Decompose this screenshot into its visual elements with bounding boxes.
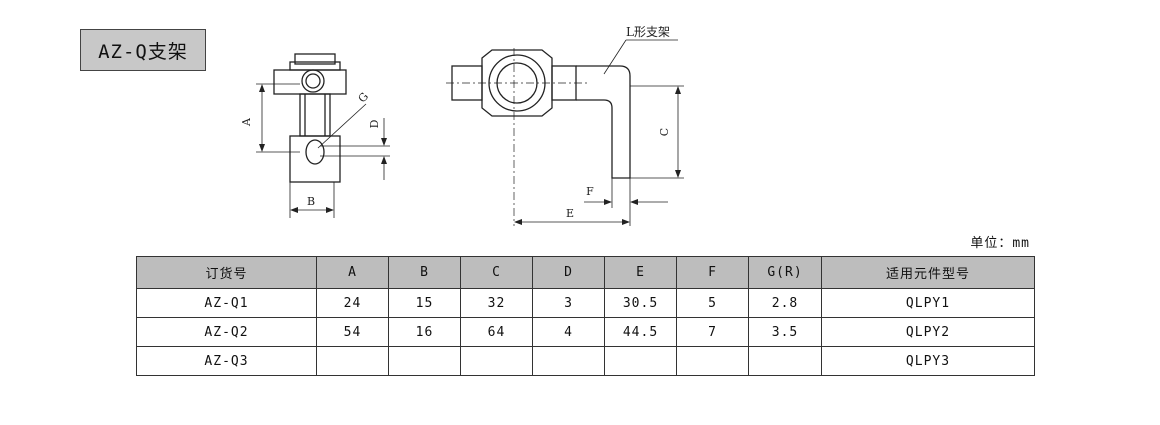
spec-table: 订货号 A B C D E F G(R) 适用元件型号 AZ-Q1 24 15 …: [136, 256, 1035, 376]
cell-order-no: AZ-Q1: [136, 288, 317, 318]
cell-model: QLPY3: [821, 346, 1035, 376]
header-b: B: [388, 256, 461, 289]
header-c: C: [460, 256, 533, 289]
page-title: AZ-Q支架: [80, 29, 206, 71]
cell-c: 64: [460, 317, 533, 347]
cell-g-r: 2.8: [748, 288, 822, 318]
table-header-row: 订货号 A B C D E F G(R) 适用元件型号: [136, 256, 1035, 289]
dim-label-g: G: [356, 90, 372, 105]
cell-order-no: AZ-Q2: [136, 317, 317, 347]
cell-a: [316, 346, 389, 376]
unit-label: 单位：mm: [970, 236, 1030, 251]
cell-c: [460, 346, 533, 376]
cell-a: 54: [316, 317, 389, 347]
dim-label-d: D: [368, 119, 381, 128]
dim-label-e: E: [566, 207, 574, 220]
header-a: A: [316, 256, 389, 289]
cell-e: 44.5: [604, 317, 677, 347]
dim-label-b: B: [307, 195, 315, 208]
cell-f: [676, 346, 749, 376]
dim-label-c: C: [658, 128, 671, 136]
bracket-drawing: A B D G C F E L形支架: [240, 25, 684, 226]
cell-model: QLPY1: [821, 288, 1035, 318]
cell-a: 24: [316, 288, 389, 318]
header-d: D: [532, 256, 605, 289]
header-model: 适用元件型号: [821, 256, 1035, 289]
cell-d: 3: [532, 288, 605, 318]
table-row: AZ-Q1 24 15 32 3 30.5 5 2.8 QLPY1: [136, 288, 1035, 318]
header-f: F: [676, 256, 749, 289]
table-row: AZ-Q3 QLPY3: [136, 346, 1035, 376]
cell-c: 32: [460, 288, 533, 318]
dim-label-a: A: [240, 117, 253, 127]
cell-e: 30.5: [604, 288, 677, 318]
cell-f: 5: [676, 288, 749, 318]
header-order-no: 订货号: [136, 256, 317, 289]
cell-order-no: AZ-Q3: [136, 346, 317, 376]
cell-b: 15: [388, 288, 461, 318]
cell-g-r: [748, 346, 822, 376]
bracket-callout: L形支架: [626, 25, 670, 39]
cell-d: [532, 346, 605, 376]
cell-b: [388, 346, 461, 376]
cell-g-r: 3.5: [748, 317, 822, 347]
table-row: AZ-Q2 54 16 64 4 44.5 7 3.5 QLPY2: [136, 317, 1035, 347]
cell-f: 7: [676, 317, 749, 347]
cell-e: [604, 346, 677, 376]
dim-label-f: F: [586, 185, 594, 198]
header-e: E: [604, 256, 677, 289]
cell-b: 16: [388, 317, 461, 347]
header-g-r: G(R): [748, 256, 822, 289]
cell-d: 4: [532, 317, 605, 347]
cell-model: QLPY2: [821, 317, 1035, 347]
